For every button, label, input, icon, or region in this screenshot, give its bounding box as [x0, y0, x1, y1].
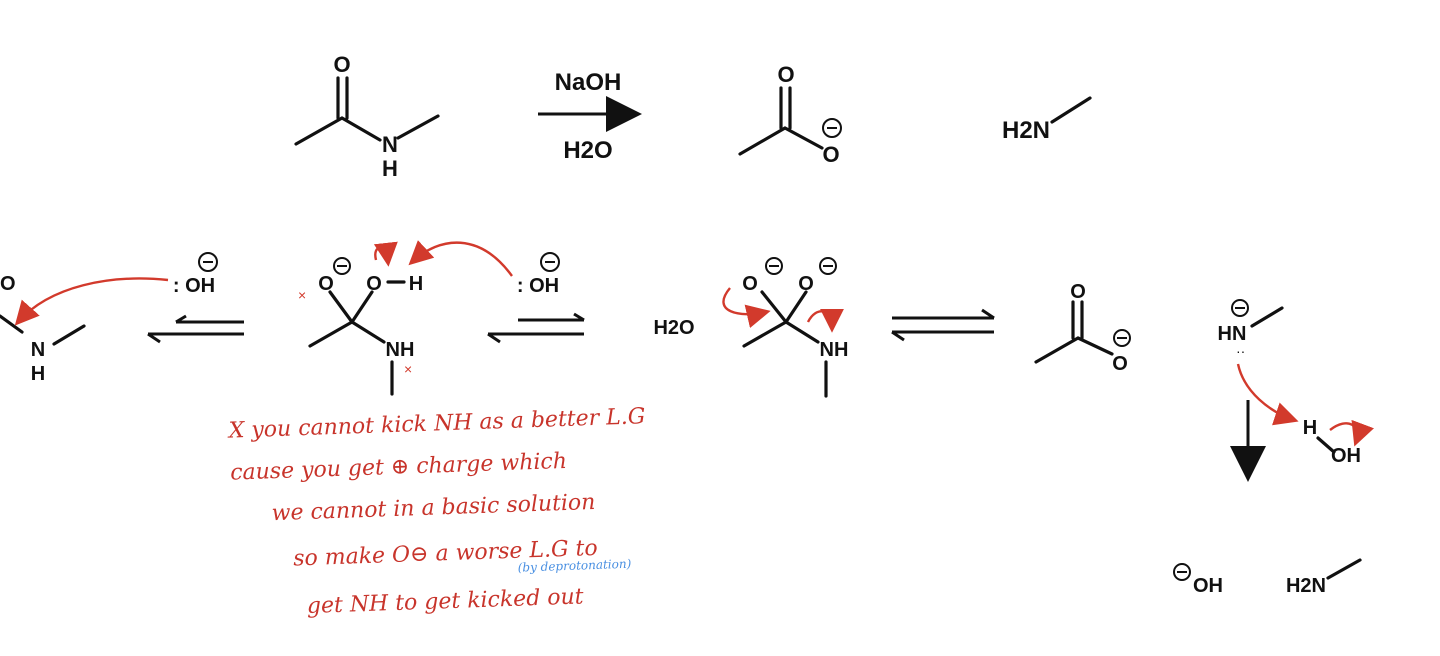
carboxylate-product: O O — [738, 62, 842, 167]
handwritten-notes: X you cannot kick NH as a better L.G cau… — [226, 404, 645, 619]
reaction-arrow-main: NaOH H2O — [538, 69, 642, 164]
equilibrium-arrow-3 — [891, 308, 995, 342]
note-line: cause you get ⊕ charge which — [230, 449, 568, 486]
atom-label: O — [1070, 281, 1086, 303]
atom-label: O — [318, 273, 334, 295]
atom-label: H — [382, 156, 398, 181]
atom-label: OH — [1331, 445, 1361, 467]
hydroxide-label: : OH — [517, 275, 559, 297]
water-proton-source: H OH — [1303, 417, 1374, 467]
reagent-bottom: H2O — [563, 137, 612, 164]
amine-label: H2N — [1002, 117, 1050, 144]
note-line: we cannot in a basic solution — [271, 490, 596, 526]
atom-label: H — [1303, 417, 1317, 439]
blue-note: (by deprotonation) — [517, 557, 631, 575]
dianion-intermediate: O O NH — [722, 257, 849, 398]
atom-label: H — [31, 363, 45, 385]
atom-label: O — [798, 273, 814, 295]
tetrahedral-intermediate: O O H NH × × — [298, 240, 513, 396]
atom-label: NH — [386, 339, 415, 361]
amide-reactant: O N H — [294, 52, 440, 181]
red-mark: × — [404, 361, 412, 377]
atom-label: O — [822, 142, 839, 167]
amide-anion: HN ·· — [1218, 299, 1299, 426]
atom-label: H — [409, 273, 423, 295]
hydroxide-final: OH — [1193, 575, 1223, 597]
atom-label: N — [382, 132, 398, 157]
equilibrium-arrow-1 — [147, 314, 244, 344]
lone-pair-mark: ·· — [1236, 343, 1245, 359]
equilibrium-arrow-2 — [487, 312, 585, 344]
red-mark: × — [298, 287, 306, 303]
amide-anion-label: HN — [1218, 323, 1247, 345]
curved-arrow-attack — [14, 277, 169, 326]
carboxylate-mech: O O — [1034, 281, 1131, 375]
note-line: get NH to get kicked out — [306, 584, 584, 619]
amine-final: H2N — [1286, 575, 1326, 597]
hydroxide-1: : OH — [173, 252, 218, 297]
note-line: X you cannot kick NH as a better L.G — [226, 404, 645, 444]
hydroxide-2: : OH — [517, 252, 560, 297]
atom-label: O — [1112, 353, 1128, 375]
atom-label: O — [777, 62, 794, 87]
atom-label: NH — [820, 339, 849, 361]
atom-label: O — [333, 52, 350, 77]
atom-label: O — [366, 273, 382, 295]
atom-label: O — [0, 273, 16, 295]
amide-start-partial: N H O — [0, 273, 86, 385]
hydroxide-label: : OH — [173, 275, 215, 297]
water-byproduct: H2O — [653, 317, 694, 339]
reagent-top: NaOH — [555, 69, 622, 96]
final-products: OH H2N — [1173, 558, 1362, 597]
atom-label: N — [31, 339, 45, 361]
atom-label: O — [742, 273, 758, 295]
water-label: H2O — [653, 317, 694, 339]
amine-product: H2N — [1002, 96, 1092, 144]
